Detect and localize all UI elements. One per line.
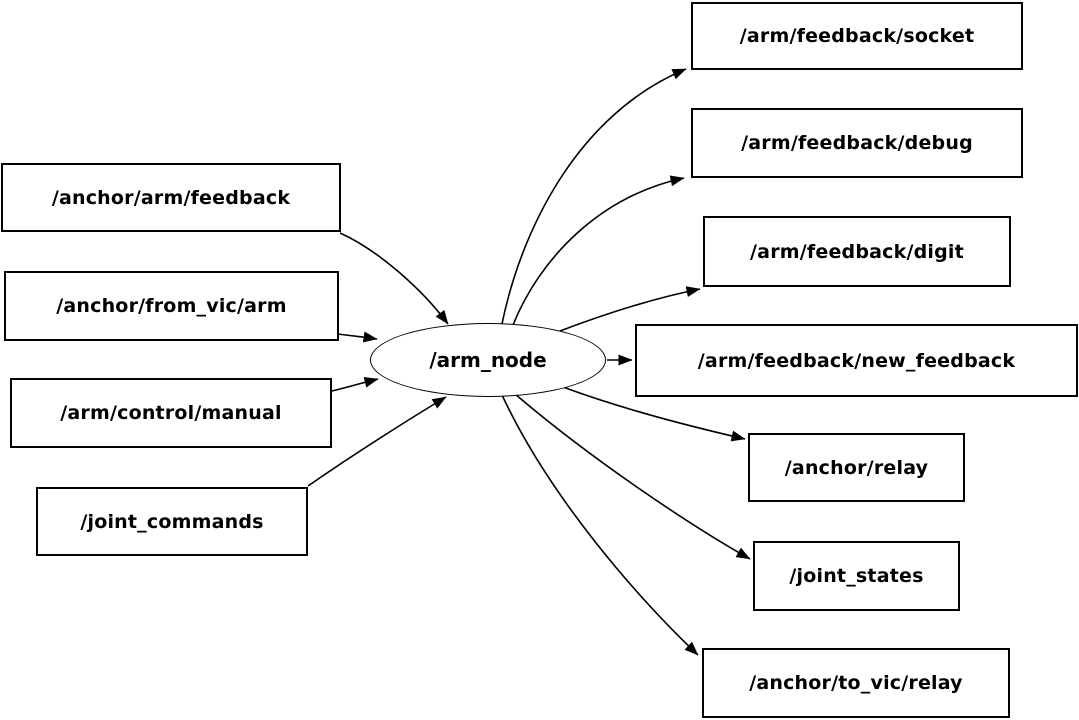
node-arm-feedback-socket: /arm/feedback/socket: [691, 2, 1023, 70]
node-anchor-arm-feedback: /anchor/arm/feedback: [1, 163, 341, 232]
node-label: /anchor/to_vic/relay: [749, 672, 963, 694]
node-label: /arm/feedback/digit: [750, 240, 964, 263]
edge-arm-node-to-anchor-relay: [562, 386, 746, 442]
node-label: /anchor/relay: [784, 456, 929, 479]
node-anchor-to-vic-relay: /anchor/to_vic/relay: [702, 648, 1010, 718]
node-label: /joint_states: [789, 565, 924, 587]
node-arm-feedback-digit: /arm/feedback/digit: [703, 216, 1011, 287]
node-joint-commands: /joint_commands: [36, 487, 308, 556]
node-joint-states: /joint_states: [753, 541, 960, 611]
edge-arm-node-to-arm-feedback-debug: [512, 175, 685, 326]
edge-arm-node-to-anchor-to-vic-relay: [501, 394, 699, 656]
node-label: /arm/feedback/debug: [741, 132, 973, 154]
node-label: /arm/feedback/socket: [739, 25, 975, 47]
node-arm-feedback-debug: /arm/feedback/debug: [691, 108, 1023, 178]
edge-arm-control-manual-to-arm-node: [331, 376, 379, 392]
node-arm-control-manual: /arm/control/manual: [10, 378, 332, 448]
edge-arm-node-to-arm-feedback-digit: [559, 286, 701, 332]
node-label: /anchor/from_vic/arm: [56, 295, 287, 317]
edge-anchor-from-vic-arm-to-arm-node: [337, 331, 378, 343]
node-arm-feedback-new-feedback: /arm/feedback/new_feedback: [635, 324, 1078, 397]
node-label: /arm/control/manual: [60, 402, 282, 424]
node-label: /joint_commands: [80, 510, 264, 533]
edge-joint-commands-to-arm-node: [307, 396, 447, 487]
node-arm-node: /arm_node: [370, 323, 606, 397]
node-label: /arm/feedback/new_feedback: [697, 349, 1016, 372]
node-anchor-relay: /anchor/relay: [748, 433, 965, 502]
edge-anchor-arm-feedback-to-arm-node: [339, 232, 449, 325]
edge-arm-node-to-joint-states: [514, 393, 751, 560]
node-anchor-from-vic-arm: /anchor/from_vic/arm: [4, 271, 339, 341]
edge-arm-node-to-arm-feedback-socket: [501, 68, 687, 325]
node-label: /anchor/arm/feedback: [51, 186, 291, 209]
node-label: /arm_node: [429, 348, 547, 372]
